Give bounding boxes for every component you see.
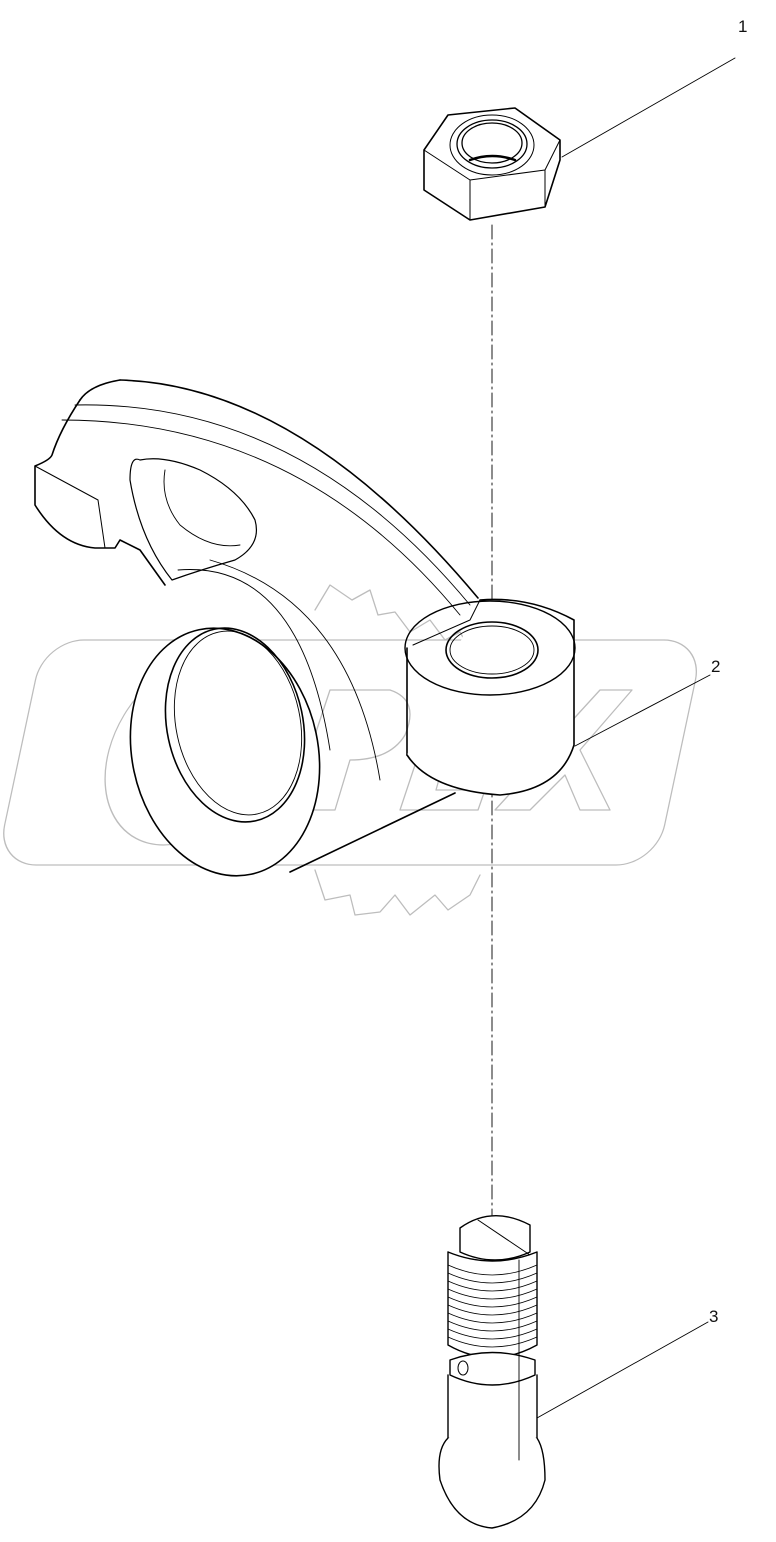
callout-label-2: 2 bbox=[711, 657, 721, 676]
part-3-adjusting-screw bbox=[438, 1215, 546, 1529]
callout-leader-3 bbox=[536, 1321, 709, 1419]
part-2-rocker-arm bbox=[34, 379, 576, 877]
callout-leader-1 bbox=[561, 57, 736, 158]
callout-label-1: 1 bbox=[738, 17, 748, 36]
callout-leader-2 bbox=[574, 674, 711, 747]
watermark-gear-icon bbox=[3, 584, 698, 916]
callout-label-3: 3 bbox=[709, 1307, 719, 1326]
part-1-hex-nut bbox=[423, 107, 561, 221]
